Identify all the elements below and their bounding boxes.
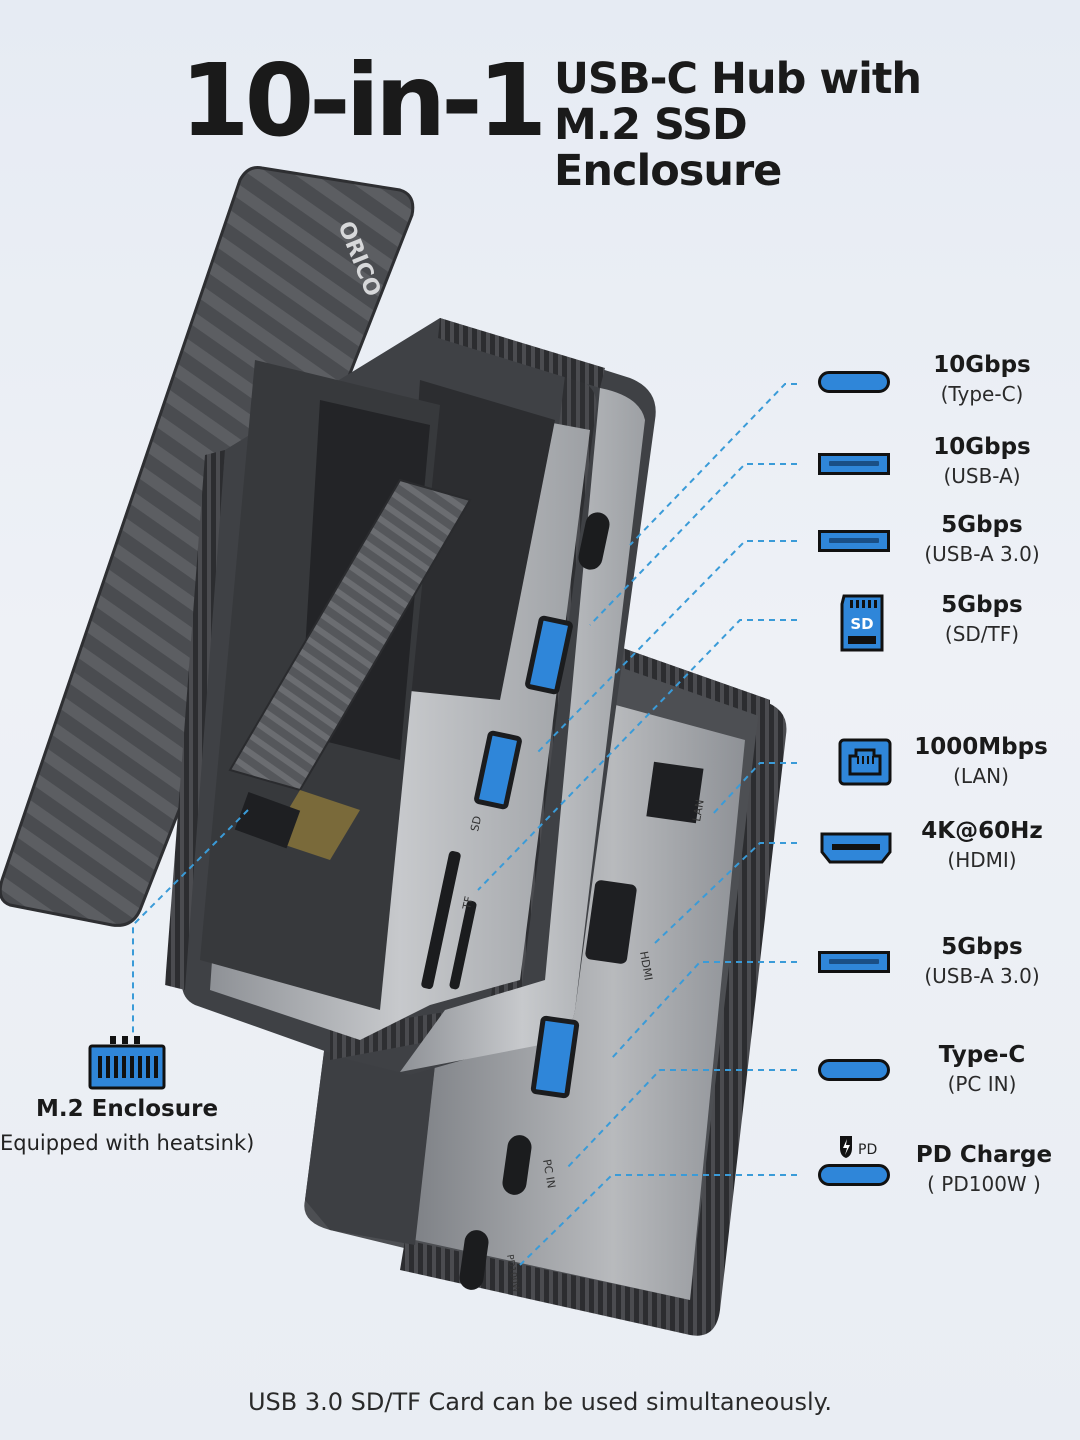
sd-card-icon: SD [818,590,894,660]
product-illustration: ORICO SD TF [0,166,800,1336]
spec-subtitle: (Type-C) [940,382,1024,406]
spec-row-usb-a3-5gbps: 5Gbps (USB-A 3.0) [810,510,1070,580]
hdmi-port-label: HDMI [637,950,655,981]
spec-row-hdmi: 4K@60Hz (HDMI) [810,816,1070,886]
spec-subtitle: (LAN) [953,764,1009,788]
spec-title: 10Gbps [933,352,1031,378]
headline: 10-in-1 USB-C Hub with M.2 SSD Enclosure [180,42,960,195]
spec-title: 5Gbps [941,592,1023,618]
spec-title: 5Gbps [941,512,1023,538]
headline-number: 10-in-1 [180,42,547,159]
spec-subtitle: ( PD100W ) [927,1172,1041,1196]
spec-subtitle: (HDMI) [947,848,1017,872]
hdmi-port-icon [818,816,894,886]
ssd-chip-icon [88,1036,166,1090]
type-c-port-icon [818,1040,894,1110]
spec-title: 10Gbps [933,434,1031,460]
pd-icon-text: PD [858,1142,877,1158]
spec-title: Type-C [938,1042,1026,1068]
m2-enclosure-subtitle: Equipped with heatsink) [0,1131,255,1155]
spec-row-lan: 1000Mbps (LAN) [810,732,1070,802]
upper-ports: SD TF [421,512,610,990]
usb-a-port-icon [818,432,894,502]
spec-subtitle: (USB-A 3.0) [924,542,1040,566]
pc-in-port-label: PC IN [540,1158,558,1189]
spec-row-usb-a3-5gbps-2: 5Gbps (USB-A 3.0) [810,932,1070,1002]
spec-subtitle: (PC IN) [947,1072,1017,1096]
spec-title: 5Gbps [941,934,1023,960]
footer-note: USB 3.0 SD/TF Card can be used simultane… [247,1388,833,1416]
type-c-port-icon [818,350,894,420]
usb-a-port-icon [818,932,894,1002]
lan-port-label: LAN [690,798,707,822]
usb-a-port-icon [818,510,894,580]
spec-row-type-c-10gbps: 10Gbps (Type-C) [810,350,1070,420]
spec-title: 1000Mbps [914,734,1048,760]
lower-ports: LAN HDMI PC IN PD100W [459,761,707,1293]
spec-subtitle: (SD/TF) [944,622,1020,646]
spec-row-sd-tf: SD 5Gbps (SD/TF) [810,590,1070,660]
spec-row-pd-charge: PD PD Charge ( PD100W ) [810,1134,1070,1204]
headline-subtitle: USB-C Hub with M.2 SSD Enclosure [554,56,960,194]
m2-enclosure-callout: M.2 Enclosure Equipped with heatsink) [0,1032,260,1162]
m2-enclosure-title: M.2 Enclosure [36,1096,219,1122]
tf-slot-label: TF [460,895,476,911]
lightning-icon [843,1139,850,1155]
spec-subtitle: (USB-A 3.0) [924,964,1040,988]
spec-row-usb-a-10gbps: 10Gbps (USB-A) [810,432,1070,502]
sd-slot-label: SD [468,815,484,833]
ethernet-port-icon [818,732,894,802]
headline-subtitle-line-2: M.2 SSD Enclosure [554,100,782,196]
spec-title: PD Charge [915,1142,1053,1168]
headline-subtitle-line-1: USB-C Hub with [554,54,922,104]
sd-icon-text: SD [850,615,873,633]
spec-subtitle: (USB-A) [943,464,1021,488]
hub-upper-body [165,318,656,1075]
spec-row-type-c-pc-in: Type-C (PC IN) [810,1040,1070,1110]
pd-charge-port-icon: PD [818,1134,894,1214]
leader-lines [132,383,800,1266]
spec-title: 4K@60Hz [921,818,1043,844]
